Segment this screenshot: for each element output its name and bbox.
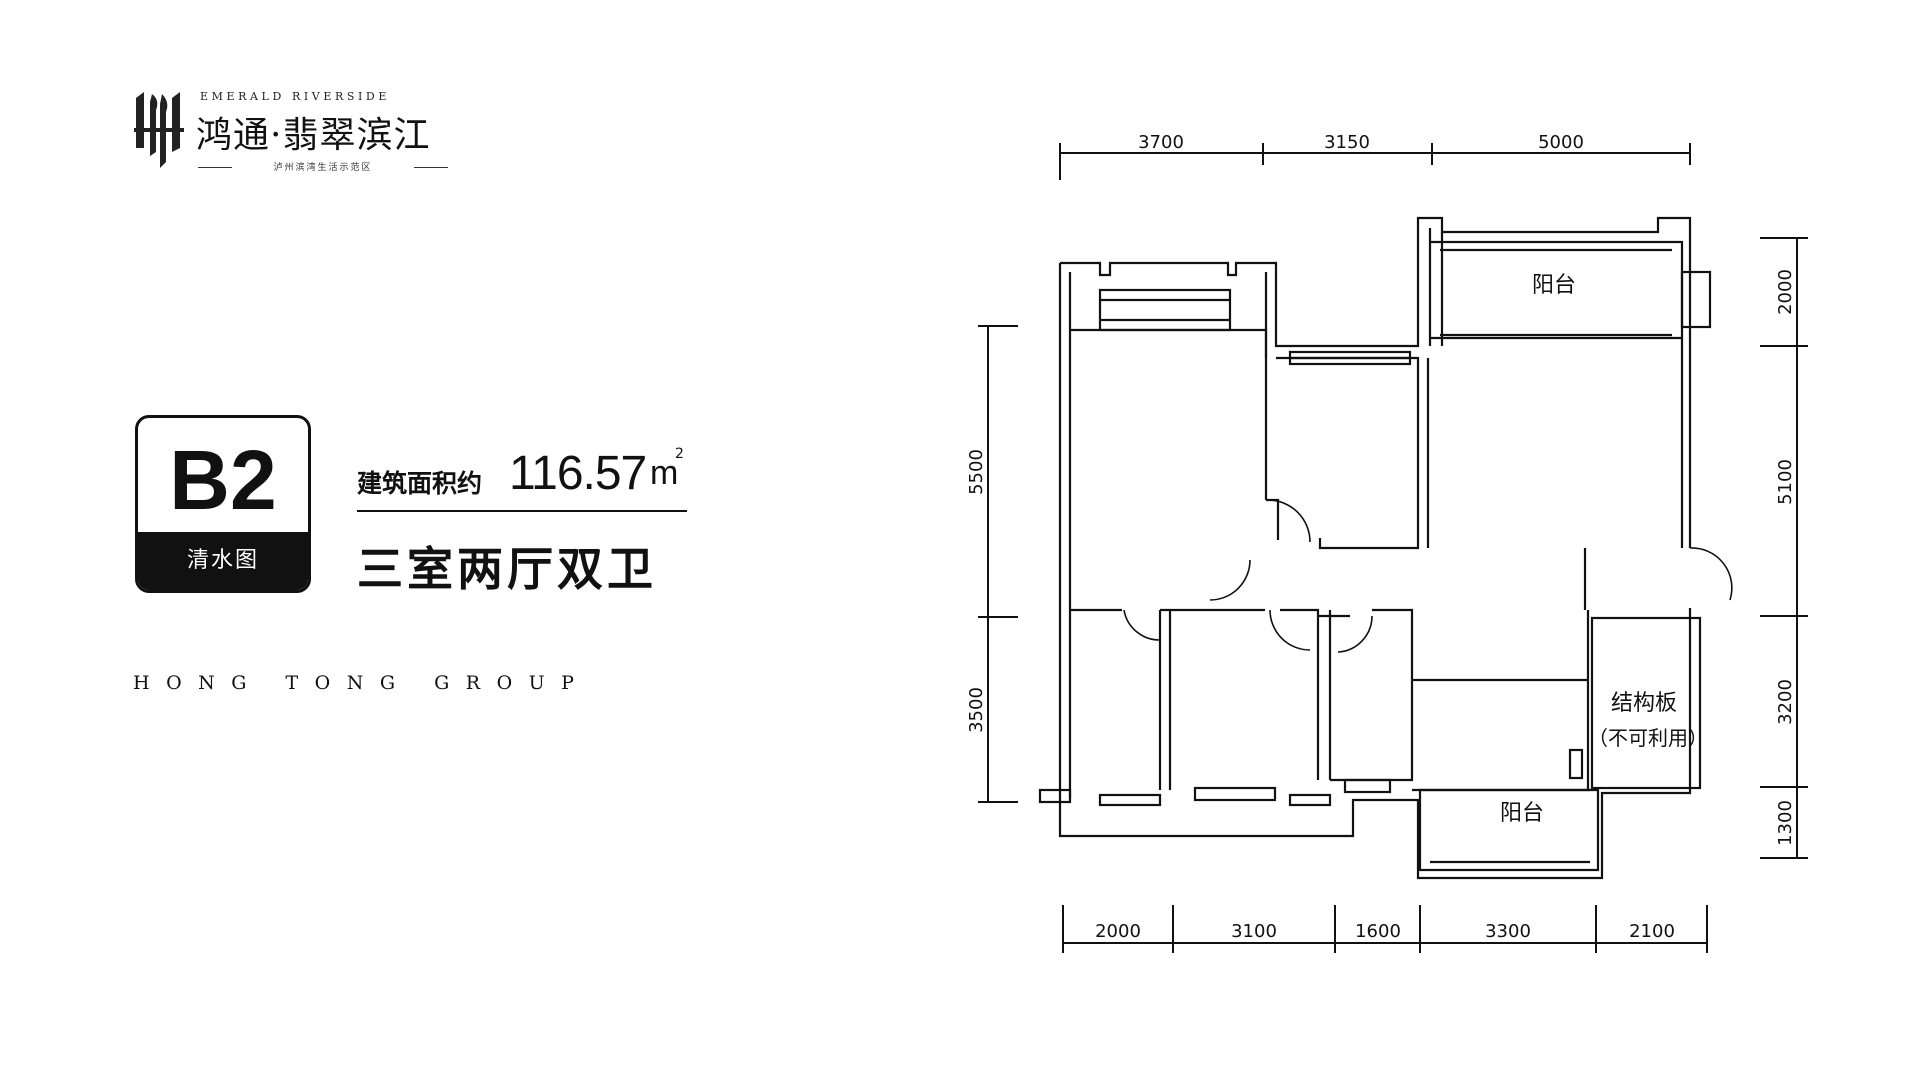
room-label-structural-note: （不可利用）: [1588, 726, 1708, 750]
brand-logo-icon: [134, 92, 184, 168]
dim-left-2: 3500: [966, 687, 987, 733]
dim-bottom-4: 3300: [1485, 921, 1531, 942]
area-info: 建筑面积约 116.57 m 2: [357, 442, 687, 512]
brand-logo: EMERALD RIVERSIDE 鸿通·翡翠滨江 泸州滨湾生活示范区: [130, 88, 450, 178]
area-unit: m: [650, 454, 679, 492]
dim-right-4: 1300: [1775, 800, 1796, 846]
plan-type-label: 清水图: [138, 532, 308, 590]
dim-top-2: 3150: [1324, 132, 1370, 153]
area-unit-superscript: 2: [675, 446, 684, 462]
door-swings: [1123, 499, 1733, 653]
room-label-balcony-bottom: 阳台: [1500, 801, 1544, 826]
dim-left-1: 5500: [966, 449, 987, 495]
dim-bottom-5: 2100: [1629, 921, 1675, 942]
divider: [357, 510, 687, 512]
tagline-divider: [198, 167, 232, 168]
layout-description: 三室两厅双卫: [357, 542, 657, 596]
area-value: 116.57: [509, 447, 647, 500]
dim-top-3: 5000: [1538, 132, 1584, 153]
brand-tagline-row: 泸州滨湾生活示范区: [198, 160, 448, 174]
unit-badge: B2 清水图: [135, 415, 311, 593]
brand-english: EMERALD RIVERSIDE: [200, 90, 390, 103]
unit-code: B2: [169, 433, 277, 527]
room-label-structural-slab: 结构板: [1611, 691, 1677, 716]
company-name: HONG TONG GROUP: [133, 672, 591, 694]
brand-chinese: 鸿通·翡翠滨江: [196, 115, 431, 156]
dim-right-2: 5100: [1775, 459, 1796, 505]
dim-right-3: 3200: [1775, 679, 1796, 725]
tagline-divider: [414, 167, 448, 168]
dim-bottom-1: 2000: [1095, 921, 1141, 942]
area-label: 建筑面积约: [357, 469, 483, 498]
dim-bottom-3: 1600: [1355, 921, 1401, 942]
dim-bottom-2: 3100: [1231, 921, 1277, 942]
dim-right-1: 2000: [1775, 269, 1796, 315]
brand-tagline: 泸州滨湾生活示范区: [273, 163, 373, 173]
floor-plan-walls: [1038, 216, 1712, 880]
room-label-balcony-top: 阳台: [1532, 273, 1576, 298]
dim-top-1: 3700: [1138, 132, 1184, 153]
